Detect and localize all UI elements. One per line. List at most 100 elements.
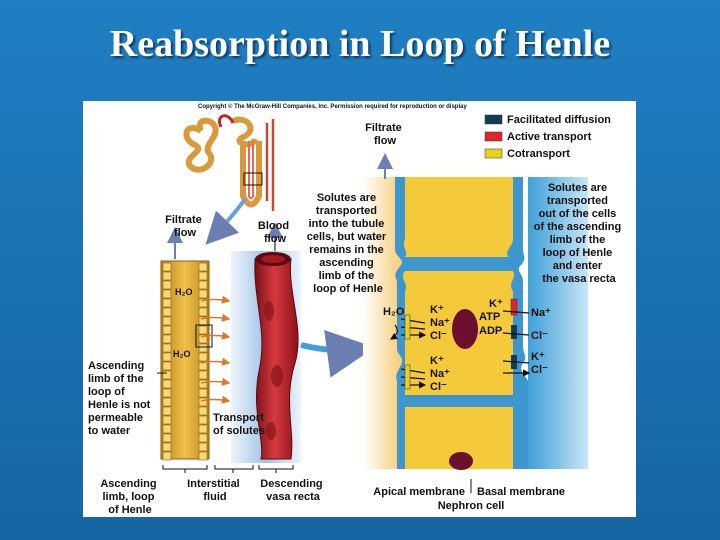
tubule-cell bbox=[162, 280, 172, 290]
tubule-cell bbox=[198, 280, 208, 290]
bottom-label-descending: Descending vasa recta bbox=[260, 478, 325, 503]
legend-swatch-active bbox=[484, 131, 503, 142]
tubule-cell bbox=[162, 262, 172, 272]
tubule-cell bbox=[198, 298, 208, 308]
filtrate-flow-label-left: Filtrate flow bbox=[165, 214, 205, 239]
tubule-cell bbox=[162, 451, 172, 461]
active-pump bbox=[510, 298, 518, 316]
h2o-label-left: H₂O bbox=[175, 287, 193, 297]
ion-labels: H₂O K⁺ Na⁺ Cl⁻ K⁺ Na⁺ Cl⁻ K⁺ ATP ADP Na⁺… bbox=[383, 298, 551, 393]
tubule-cell bbox=[198, 352, 208, 362]
cell-nucleus bbox=[452, 309, 478, 349]
tubule-cell bbox=[162, 433, 172, 443]
loop-of-henle-figure: Copyright © The McGraw-Hill Companies, I… bbox=[83, 101, 636, 517]
basal-membrane-label: Basal membrane bbox=[477, 486, 565, 498]
na-label-2: Na⁺ bbox=[430, 368, 450, 380]
tubule-cell bbox=[162, 397, 172, 407]
cell-bottom bbox=[405, 407, 513, 469]
tubule-cells bbox=[162, 262, 208, 461]
slide-title: Reabsorption in Loop of Henle bbox=[109, 23, 611, 65]
k-out-label-2: K⁺ bbox=[531, 351, 545, 363]
tubule-cell bbox=[198, 370, 208, 380]
tubule-cell bbox=[162, 298, 172, 308]
tubule-cell bbox=[162, 307, 172, 317]
tubule-cell bbox=[162, 379, 172, 389]
tubule-cell bbox=[198, 379, 208, 389]
k-out-label: K⁺ bbox=[489, 298, 503, 310]
thumbnail-zoom-box bbox=[243, 172, 263, 186]
zoom-arrow bbox=[300, 329, 375, 378]
nephron-cell-panel bbox=[363, 177, 588, 470]
legend: Facilitated diffusion Active transport C… bbox=[484, 114, 611, 160]
tubule-cell bbox=[162, 334, 172, 344]
tubule-cell bbox=[198, 451, 208, 461]
cl-label: Cl⁻ bbox=[430, 330, 447, 342]
transporters bbox=[400, 298, 529, 390]
apical-membrane-label: Apical membrane bbox=[373, 486, 465, 498]
tubule-cell bbox=[162, 361, 172, 371]
k-label: K⁺ bbox=[430, 304, 444, 316]
tubule-cell bbox=[162, 388, 172, 398]
legend-label-facilitated: Facilitated diffusion bbox=[507, 114, 611, 126]
tubule-cell bbox=[198, 334, 208, 344]
tubule-cell bbox=[162, 289, 172, 299]
tubule-cell bbox=[162, 424, 172, 434]
channel-1 bbox=[511, 325, 517, 339]
tubule-cell bbox=[198, 289, 208, 299]
tubule-cell bbox=[162, 343, 172, 353]
legend-label-active: Active transport bbox=[507, 131, 592, 143]
tubule-cell bbox=[198, 415, 208, 425]
solute-arrow bbox=[200, 313, 231, 322]
tubule-cell bbox=[162, 352, 172, 362]
adp-label: ADP bbox=[479, 325, 502, 337]
solute-arrow bbox=[200, 377, 231, 386]
cell-top bbox=[403, 177, 513, 257]
na-label: Na⁺ bbox=[430, 317, 450, 329]
bottom-label-ascending: Ascending limb, loop of Henle bbox=[100, 478, 159, 516]
legend-label-cotransport: Cotransport bbox=[507, 148, 570, 160]
k-label-2: K⁺ bbox=[430, 355, 444, 367]
tubule-cell bbox=[162, 442, 172, 452]
tubule-cell bbox=[198, 433, 208, 443]
tubule-cell bbox=[198, 388, 208, 398]
solute-arrow bbox=[200, 395, 231, 404]
transport-of-solutes-label: Transport of solutes bbox=[213, 412, 267, 437]
tissue-cross-section: H₂O H₂O bbox=[160, 251, 301, 463]
figure-canvas: Copyright © The McGraw-Hill Companies, I… bbox=[88, 103, 624, 516]
tubule-cell bbox=[198, 397, 208, 407]
tubule-cell bbox=[162, 406, 172, 416]
tubule-cell bbox=[198, 343, 208, 353]
legend-swatch-cotransport bbox=[484, 148, 503, 159]
tubule-cell bbox=[198, 262, 208, 272]
tubule-cell bbox=[162, 325, 172, 335]
cell-nucleus-lower bbox=[449, 452, 473, 470]
solutes-out-label: Solutes are transported out of the cells… bbox=[534, 182, 624, 285]
solutes-into-tubule-label: Solutes are transported into the tubule … bbox=[307, 192, 390, 295]
tubule-cell bbox=[198, 271, 208, 281]
filtrate-flow-label-right: Filtrate flow bbox=[365, 122, 405, 147]
nephron-thumbnail bbox=[183, 114, 275, 211]
blood-flow-label: Blood flow bbox=[258, 220, 292, 245]
solute-arrows-left bbox=[200, 295, 231, 404]
atp-label: ATP bbox=[479, 311, 500, 323]
ascending-impermeable-label: Ascending limb of the loop of Henle is n… bbox=[88, 360, 153, 437]
cl-out-label-2: Cl⁻ bbox=[531, 364, 548, 376]
h2o-label: H₂O bbox=[383, 306, 405, 318]
legend-swatch-facilitated bbox=[484, 114, 503, 125]
cl-out-label: Cl⁻ bbox=[531, 330, 548, 342]
nephron-cell-label: Nephron cell bbox=[438, 500, 505, 512]
cotransporter-2 bbox=[404, 364, 411, 390]
cotransporter-1 bbox=[404, 314, 411, 340]
tubule-cell bbox=[162, 415, 172, 425]
copyright-text: Copyright © The McGraw-Hill Companies, I… bbox=[198, 103, 467, 110]
tubule-cell bbox=[162, 271, 172, 281]
tubule-cell bbox=[198, 325, 208, 335]
cl-label-2: Cl⁻ bbox=[430, 381, 447, 393]
tubule-cell bbox=[162, 316, 172, 326]
na-out-label: Na⁺ bbox=[531, 307, 551, 319]
tubule-cell bbox=[198, 307, 208, 317]
solute-arrow bbox=[200, 357, 231, 366]
bottom-label-interstitial: Interstitial fluid bbox=[187, 478, 243, 503]
tubule-cell bbox=[162, 370, 172, 380]
tubule-cell bbox=[198, 424, 208, 434]
